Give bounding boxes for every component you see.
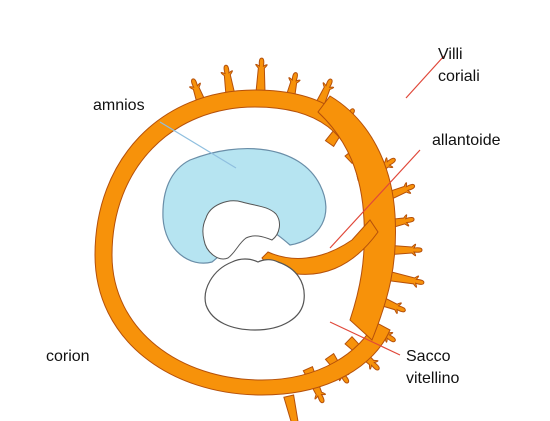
sacco-leader bbox=[329, 321, 401, 356]
label-villi-line2: coriali bbox=[438, 68, 480, 85]
label-corion: corion bbox=[46, 348, 90, 365]
label-allantoide: allantoide bbox=[432, 132, 501, 149]
yolk-sac bbox=[204, 258, 305, 331]
label-sacco-line1: Sacco bbox=[406, 348, 451, 365]
embryo bbox=[202, 200, 280, 260]
villi-leader bbox=[405, 55, 445, 99]
label-villi-coriali: Villi coriali bbox=[438, 44, 480, 88]
amnios-leader bbox=[159, 121, 237, 169]
chorion-villous-wall bbox=[317, 95, 396, 341]
allantoide-leader bbox=[329, 149, 421, 249]
label-villi-line1: Villi bbox=[438, 46, 463, 63]
label-sacco-vitellino: Sacco vitellino bbox=[406, 346, 459, 390]
label-amnios: amnios bbox=[93, 97, 145, 114]
label-sacco-line2: vitellino bbox=[406, 370, 460, 387]
chorionic-villus bbox=[283, 394, 299, 421]
